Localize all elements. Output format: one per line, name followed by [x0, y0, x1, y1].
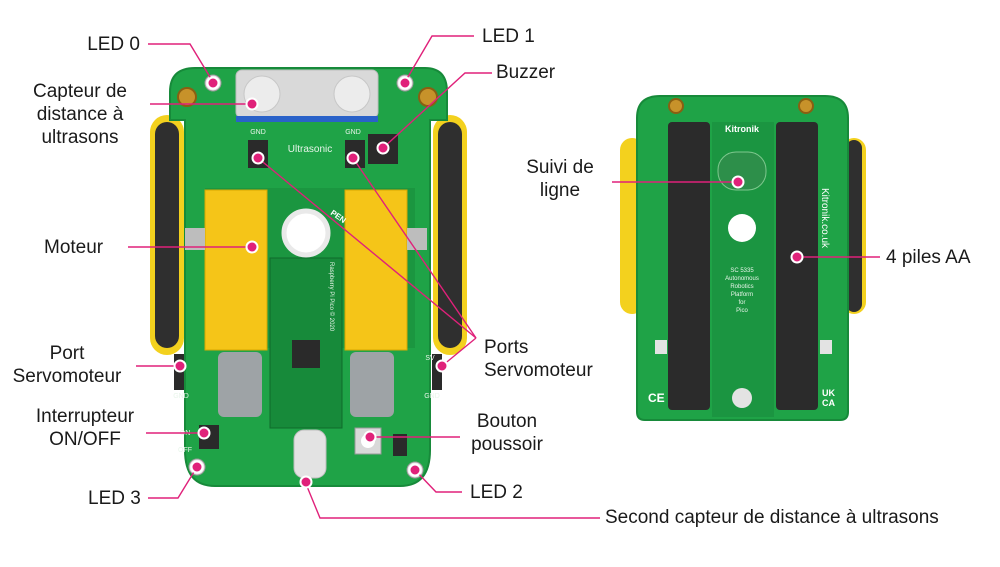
marker-second-capteur: [299, 475, 313, 489]
product-silk-0: SC 5335: [730, 268, 754, 274]
marker-servo-left-top: [251, 151, 265, 165]
robot-top-view: Ultrasonic GND GND PEN Raspberry Pi Pico…: [150, 67, 467, 487]
leader-buzzer: [382, 72, 492, 149]
label-suivi: Suivi de ligne: [514, 156, 606, 202]
label-moteur: Moteur: [44, 237, 104, 258]
label-ports-servo: Ports Servomoteur: [484, 336, 593, 382]
leader-led0: [148, 43, 214, 83]
leader-led1: [404, 35, 474, 83]
leader-ports-servo-1: [257, 157, 477, 339]
right-wheel: [433, 115, 467, 355]
battery-holder-right: [776, 122, 818, 410]
label-ports-servo-line2: Servomoteur: [484, 360, 593, 381]
sv-silk: SV: [425, 355, 435, 362]
marker-buzzer: [376, 141, 390, 155]
leader-ports-servo-3: [441, 337, 477, 367]
line-follow-sensor: [717, 151, 767, 191]
leader-led2: [414, 469, 462, 493]
ukca-mark-1: UK: [822, 388, 835, 398]
label-bouton: Bouton poussoir: [458, 410, 556, 456]
gnd-silk-4: GND: [424, 393, 440, 400]
kitronik-silk: Kitronik: [725, 124, 760, 134]
callout-lines: [128, 35, 880, 519]
label-interrupteur: Interrupteur ON/OFF: [18, 405, 152, 451]
label-ports-servo-line1: Ports: [484, 337, 529, 358]
gnd-silk-3: GND: [173, 393, 189, 400]
label-bouton-line2: poussoir: [471, 434, 543, 455]
marker-servo-right-top: [346, 151, 360, 165]
battery-holder-left: [668, 122, 710, 410]
leader-led3: [148, 466, 198, 499]
kitronik-url-silk: Kitronik.co.uk: [819, 188, 830, 249]
label-port-servo: Port Servomoteur: [0, 342, 134, 388]
marker-capteur: [245, 97, 259, 111]
label-suivi-line1: Suivi de: [526, 157, 594, 178]
label-interrupteur-line2: ON/OFF: [49, 429, 121, 450]
gnd-silk-1: GND: [250, 129, 266, 136]
product-silk-5: Pico: [736, 308, 748, 314]
marker-led3: [190, 460, 204, 474]
label-led0: LED 0: [87, 34, 140, 55]
marker-bouton: [363, 430, 377, 444]
robot-bottom-view: Kitronik SC 5335 Autonomous Robotics Pla…: [620, 95, 866, 421]
leader-ports-servo-2: [352, 157, 477, 339]
pico-silk: Raspberry Pi Pico © 2020: [328, 262, 335, 332]
marker-piles: [790, 250, 804, 264]
product-silk-3: Platform: [731, 292, 753, 298]
marker-led1: [398, 76, 412, 90]
marker-interrupteur: [197, 426, 211, 440]
leader-second-capteur: [305, 483, 600, 519]
label-port-servo-line1: Port: [49, 343, 85, 364]
product-silk-2: Robotics: [730, 284, 753, 290]
label-led2: LED 2: [470, 482, 523, 503]
right-motor: [344, 189, 408, 417]
product-silk-1: Autonomous: [725, 276, 759, 282]
marker-led0: [206, 76, 220, 90]
ultrasonic-silk: Ultrasonic: [288, 144, 332, 155]
label-bouton-line1: Bouton: [476, 411, 538, 432]
marker-suivi: [731, 175, 745, 189]
label-second-capteur: Second capteur de distance à ultrasons: [605, 507, 939, 528]
label-suivi-line2: ligne: [539, 180, 581, 201]
label-capteur-line2: distance à: [36, 104, 124, 125]
label-capteur-line3: ultrasons: [41, 127, 119, 148]
left-wheel: [150, 115, 184, 355]
marker-servo-left: [173, 359, 187, 373]
label-capteur: Capteur de distance à ultrasons: [14, 80, 146, 149]
label-interrupteur-line1: Interrupteur: [35, 406, 135, 427]
ukca-mark-2: CA: [822, 398, 835, 408]
left-motor: [204, 189, 268, 417]
label-piles: 4 piles AA: [886, 247, 971, 268]
callout-markers: [173, 76, 804, 489]
ce-mark: CE: [648, 391, 665, 405]
label-led3: LED 3: [88, 488, 141, 509]
label-led1: LED 1: [482, 26, 535, 47]
off-silk: OFF: [178, 447, 192, 454]
marker-servo-right: [435, 359, 449, 373]
product-silk-4: for: [738, 300, 745, 306]
marker-moteur: [245, 240, 259, 254]
label-buzzer: Buzzer: [496, 62, 556, 83]
label-port-servo-line2: Servomoteur: [12, 366, 122, 387]
label-capteur-line1: Capteur de: [32, 81, 127, 102]
marker-led2: [408, 463, 422, 477]
gnd-silk-2: GND: [345, 129, 361, 136]
